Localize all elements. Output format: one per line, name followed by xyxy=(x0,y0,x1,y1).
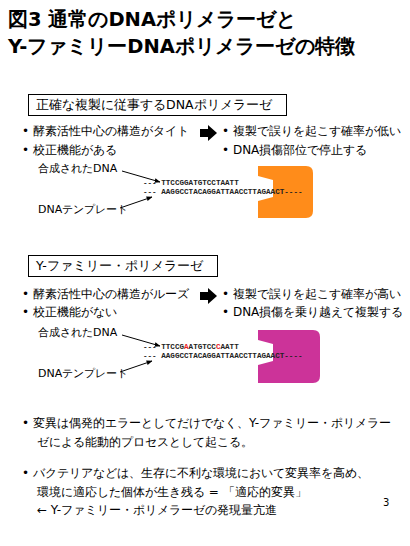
block-arrow xyxy=(200,125,217,141)
bullet-text: • DNA損傷を乗り越えて複製する xyxy=(222,305,403,319)
dna-strand: --- TTCCGGATGTCCTAATT xyxy=(143,180,239,188)
bullet-text: • DNA損傷部位で停止する xyxy=(222,143,367,157)
heading-box: 正確な複製に従事するDNAポリメラーゼ xyxy=(28,94,287,116)
text-run: 図3 xyxy=(8,8,42,31)
bullet-text: • 複製で誤りを起こす確率が低い xyxy=(222,124,401,138)
note-text: ← Y-ファミリー・ポリメラーゼの発現量亢進 xyxy=(37,503,277,517)
pointer-label: 合成されたDNA xyxy=(38,326,117,339)
bullet-text: • 変異は偶発的エラーとしてだけでなく、Y-ファミリー・ポリメラー ゼによる能動… xyxy=(22,414,402,452)
mutated-base: A xyxy=(184,343,189,351)
bullet-text: • 校正機能がある xyxy=(22,143,117,157)
block-arrow xyxy=(200,288,217,304)
figure-title: 図3 通常のDNAポリメラーゼと Y-ファミリーDNAポリメラーゼの特徴 xyxy=(8,6,308,60)
text-run: 環境に適応した個体が生き残る xyxy=(37,485,205,499)
text-run: 変異は偶発的エラーとしてだけでなく、Y-ファミリー・ポリメラー xyxy=(33,416,391,430)
text-run: • xyxy=(22,466,29,480)
mutated-base: C xyxy=(216,343,221,351)
page-number: 3 xyxy=(383,497,389,509)
bullet-text: • 酵素活性中心の構造がルーズ xyxy=(22,287,189,301)
text-run: バクテリアなどは、生存に不利な環境において変異率を高め、 xyxy=(33,466,369,480)
pointer-label: DNAテンプレート xyxy=(38,367,128,380)
bullet-text: • バクテリアなどは、生存に不利な環境において変異率を高め、 環境に適応した個体… xyxy=(22,464,402,502)
bullet-text: • 校正機能がない xyxy=(22,305,117,319)
bullet-text: • 酵素活性中心の構造がタイト xyxy=(22,124,189,138)
pointer-label: 合成されたDNA xyxy=(38,162,117,175)
text-run: ゼによる能動的プロセスとして起こる。 xyxy=(37,435,253,449)
dna-strand: --- TTCCGAATGTCCCAATT xyxy=(143,344,239,352)
box-heading: 正確な複製に従事するDNAポリメラーゼ xyxy=(29,99,272,112)
dna-strand: --- AAGGCCTACAGGATTAACCTTAGAACT---- xyxy=(143,353,303,361)
text-run: Y-ファミリーDNAポリメラーゼの特徴 xyxy=(8,35,355,58)
text-run: = xyxy=(209,485,219,499)
bullet-text: • 複製で誤りを起こす確率が高い xyxy=(222,287,401,301)
text-run: 通常のDNAポリメラーゼと xyxy=(48,8,296,31)
heading-box: Y-ファミリー・ポリメラーゼ xyxy=(28,255,218,277)
pointer-label: DNAテンプレート xyxy=(38,203,128,216)
text-run: • xyxy=(22,416,29,430)
dna-strand: --- AAGGCCTACAGGATTAACCTTAGAACT---- xyxy=(143,189,303,197)
box-heading: Y-ファミリー・ポリメラーゼ xyxy=(29,260,203,273)
text-run: 「適応的変異」 xyxy=(223,485,307,499)
